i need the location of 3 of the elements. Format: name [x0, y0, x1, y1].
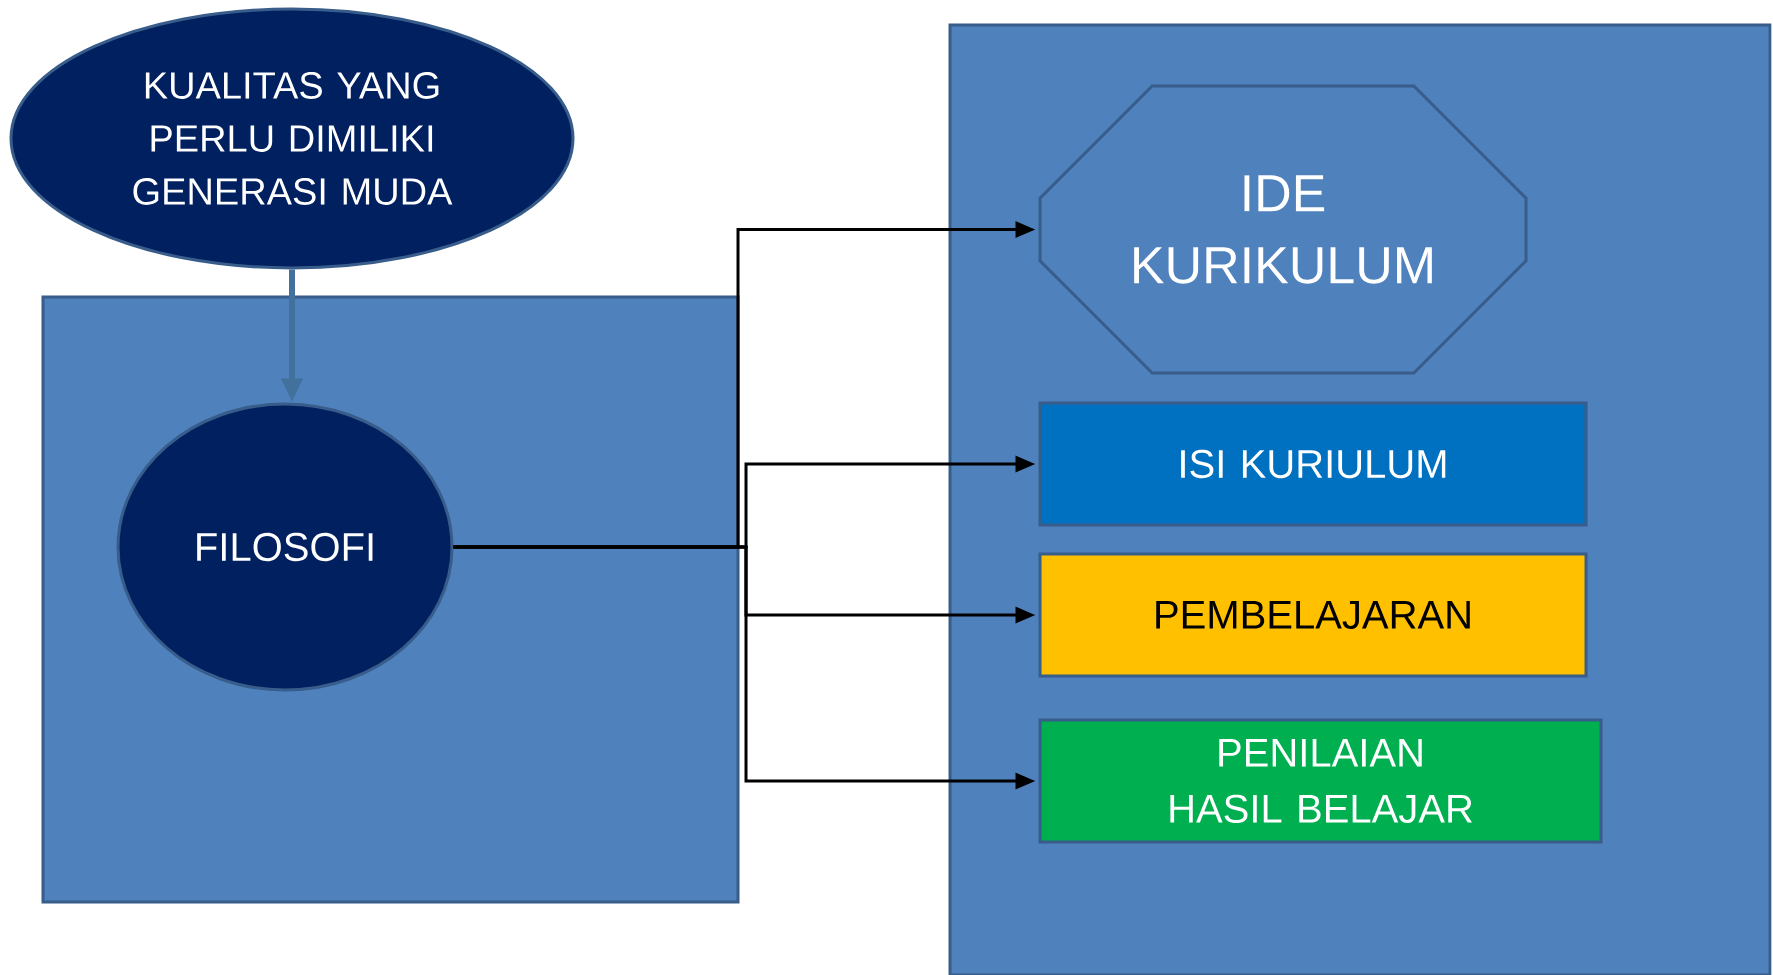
process-box: PEMBELAJARAN [1038, 552, 1588, 678]
process-box: PENILAIAN HASIL BELAJAR [1038, 718, 1603, 844]
process-box: ISI KURIULUM [1038, 401, 1588, 527]
